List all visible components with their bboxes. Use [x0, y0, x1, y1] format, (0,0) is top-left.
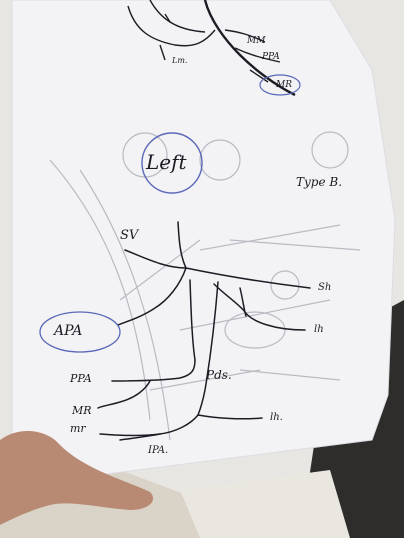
label-top-mr: MR	[276, 80, 292, 90]
label-left-circle: Left	[146, 150, 187, 174]
label-mr-upper: MR	[72, 404, 92, 417]
label-top-lm: Lm.	[172, 56, 187, 65]
label-ipa: IPA.	[148, 445, 168, 456]
label-type: Type B.	[296, 175, 342, 189]
label-pds: Pds.	[206, 368, 232, 382]
label-ppa: PPA	[70, 372, 92, 385]
label-lh-mid: lh	[314, 324, 324, 335]
label-top-mm: MM	[247, 36, 265, 46]
label-lh-low: lh.	[270, 412, 283, 423]
label-sh: Sh	[318, 282, 331, 293]
label-apa: APA	[54, 323, 82, 339]
label-sv: SV	[120, 228, 138, 243]
label-mr-lower: mr	[70, 422, 86, 435]
label-top-ppa: PPA	[262, 52, 280, 62]
